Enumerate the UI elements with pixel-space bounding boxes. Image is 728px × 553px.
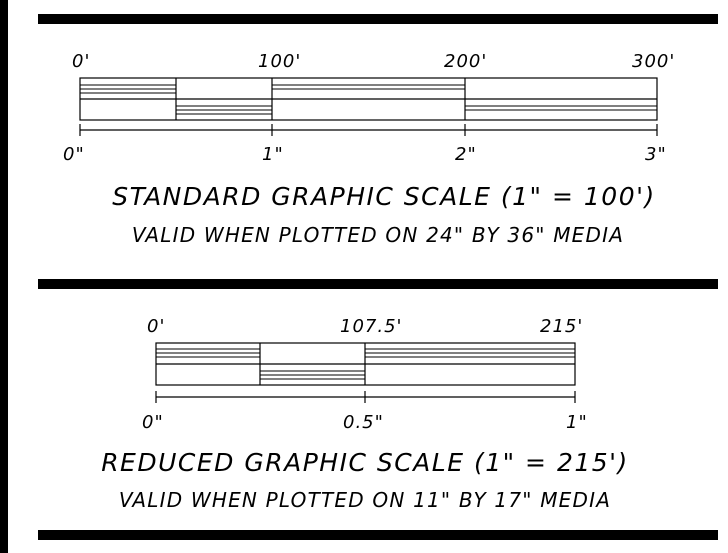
- standard-bottom-label-0in: 0": [63, 144, 85, 165]
- left-border-line: [0, 0, 8, 553]
- standard-scale-subtitle: VALID WHEN PLOTTED ON 24" BY 36" MEDIA: [132, 223, 624, 247]
- reduced-top-label-0: 0': [147, 316, 165, 337]
- middle-divider-bar: [38, 279, 718, 289]
- standard-top-label-300: 300': [632, 51, 675, 72]
- reduced-scale-title: REDUCED GRAPHIC SCALE (1" = 215'): [101, 448, 629, 477]
- reduced-bottom-label-0in: 0": [142, 412, 164, 433]
- standard-scale: 0' 100' 200' 300' 0" 1": [63, 51, 675, 247]
- reduced-bottom-label-0-5in: 0.5": [343, 412, 384, 433]
- reduced-top-label-107-5: 107.5': [340, 316, 402, 337]
- bottom-divider-bar: [38, 530, 718, 540]
- standard-top-label-100: 100': [258, 51, 301, 72]
- standard-bottom-label-2in: 2": [455, 144, 477, 165]
- standard-bottom-label-3in: 3": [645, 144, 667, 165]
- standard-top-label-0: 0': [72, 51, 90, 72]
- standard-scale-title: STANDARD GRAPHIC SCALE (1" = 100'): [112, 182, 656, 211]
- top-divider-bar: [38, 14, 718, 24]
- reduced-bottom-label-1in: 1": [566, 412, 588, 433]
- reduced-scale: 0' 107.5' 215' 0" 0.5" 1" REDUCED GRAPH: [101, 316, 629, 512]
- reduced-top-label-215: 215': [540, 316, 583, 337]
- standard-top-label-200: 200': [444, 51, 487, 72]
- reduced-scale-subtitle: VALID WHEN PLOTTED ON 11" BY 17" MEDIA: [119, 488, 611, 512]
- standard-bottom-label-1in: 1": [262, 144, 284, 165]
